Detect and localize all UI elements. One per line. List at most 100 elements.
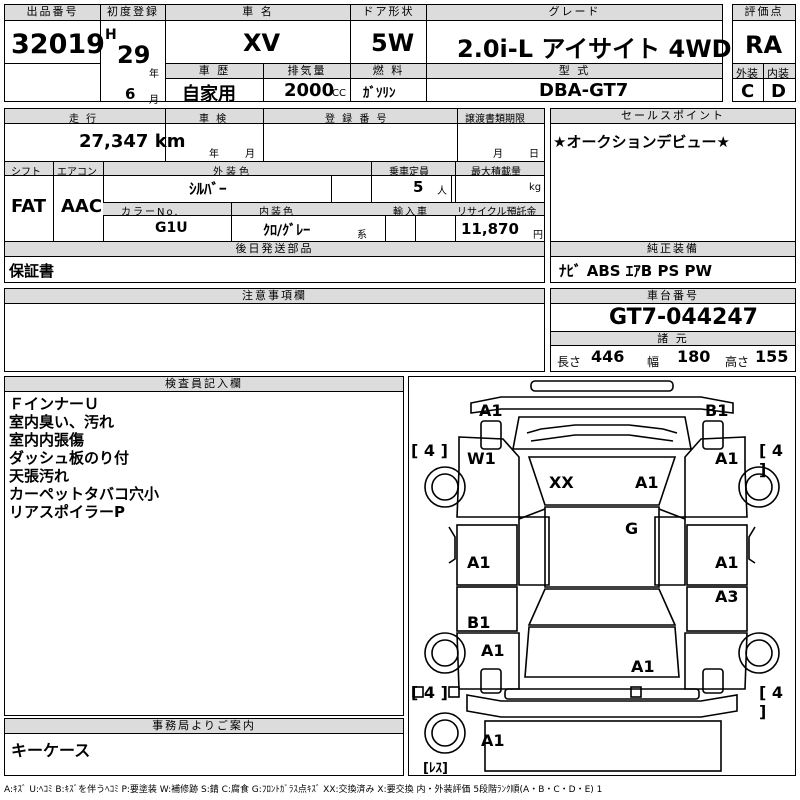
equipment-header: 純正装備: [551, 242, 795, 257]
spec-row: シフト エアコン 外装色 乗車定員 最大積載量 FAT AAC ｼﾙﾊﾞｰ 5 …: [4, 161, 545, 242]
reg-no-header: 登 録 番 号: [325, 114, 389, 125]
height-value: 155: [755, 347, 789, 366]
length-value: 446: [591, 347, 625, 366]
inspector-note: 天張汚れ: [9, 467, 70, 485]
ac-header: エアコン: [57, 167, 97, 178]
interior-grade: D: [771, 81, 786, 102]
car-diagram-panel: A1 B1 W1 A1 XX A1 G A1 A1 A3 B1 A1 A1 A1…: [408, 376, 796, 776]
spare-label: [ﾚｽ]: [423, 761, 448, 776]
door-value: 5W: [371, 29, 415, 57]
interior-color-value: ｸﾛ/ｸﾞﾚｰ: [263, 223, 311, 239]
score-header: 評価点: [733, 5, 795, 21]
capacity-unit: 人: [437, 186, 447, 197]
era-letter: H: [105, 27, 117, 43]
tire-depth-fl: [ 4 ]: [411, 441, 448, 460]
office-header: 事務局よりご案内: [5, 719, 403, 734]
color-type-unit: 系: [357, 230, 367, 241]
grade-header: グレード: [427, 5, 722, 21]
color-no-header: カラーNo.: [121, 207, 180, 218]
displacement-cell: 排気量 2000 CC: [263, 63, 351, 102]
dimensions-header: 諸 元: [551, 331, 795, 346]
fuel-cell: 燃 料 ｶﾞｿﾘﾝ: [350, 63, 427, 102]
displacement-value: 2000: [284, 80, 335, 101]
chassis-header: 車台番号: [551, 289, 795, 304]
notes-header: 注意事項欄: [5, 289, 544, 304]
lot-number-header: 出品番号: [5, 5, 100, 21]
inspector-panel: 検査員記入欄 ＦインナーＵ 室内臭い、汚れ 室内内張傷 ダッシュ板のり付 天張汚…: [4, 376, 404, 716]
import-header: 輸入車: [393, 207, 429, 218]
capacity-header: 乗車定員: [389, 167, 429, 178]
damage-mark: A1: [467, 553, 491, 572]
sales-point-text: ★オークションデビュー★: [553, 133, 730, 151]
damage-mark: XX: [549, 473, 574, 492]
notes-panel: 注意事項欄: [4, 288, 545, 372]
damage-mark: W1: [467, 449, 496, 468]
year-unit: 年: [149, 69, 159, 80]
equipment-value: ﾅﾋﾞ ABS ｴｱB PS PW: [559, 262, 713, 280]
office-value: キーケース: [11, 741, 91, 760]
interior-label: 内装: [767, 67, 789, 80]
fuel-value: ｶﾞｿﾘﾝ: [363, 86, 396, 101]
reg-year: 29: [117, 41, 151, 69]
length-label: 長さ: [557, 355, 582, 369]
inspector-note: ＦインナーＵ: [9, 395, 100, 413]
displacement-header: 排気量: [264, 64, 350, 79]
cc-unit: CC: [332, 88, 346, 99]
score-cell: 評価点 RA 外装 内装 C D: [732, 4, 796, 102]
shift-header: シフト: [11, 167, 41, 178]
later-parts-value: 保証書: [9, 262, 55, 280]
grade-value: 2.0i-L アイサイト 4WD: [457, 35, 732, 63]
inspector-note: ダッシュ板のり付: [9, 449, 130, 467]
damage-mark: G: [625, 519, 639, 538]
tire-depth-rr: [ 4 ]: [759, 683, 784, 721]
later-parts-panel: 後日発送部品 保証書: [4, 241, 545, 283]
grade-cell: グレード 2.0i-L アイサイト 4WD: [426, 4, 732, 64]
chassis-panel: 車台番号 GT7-044247 諸 元 長さ 446 幅 180 高さ 155: [550, 288, 796, 372]
sales-point-panel: セールスポイント ★オークションデビュー★: [550, 108, 796, 242]
damage-mark: A1: [631, 657, 655, 676]
car-name-header: 車 名: [166, 5, 350, 21]
color-no-value: G1U: [155, 220, 188, 236]
deadline-day-unit: 日: [529, 149, 539, 160]
mileage-header: 走 行: [69, 114, 99, 125]
inspector-note: カーペットタバコ穴小: [9, 485, 160, 503]
fuel-header: 燃 料: [351, 64, 426, 79]
inspector-note: 室内内張傷: [9, 431, 85, 449]
history-cell: 車 歴 自家用: [165, 63, 264, 105]
damage-mark: A1: [481, 641, 505, 660]
first-reg-cell: 初度登録 H 29 年 6 月: [100, 4, 166, 106]
inspector-note: リアスポイラーP: [9, 503, 125, 521]
damage-mark: A3: [715, 587, 739, 606]
equipment-panel: 純正装備 ﾅﾋﾞ ABS ｴｱB PS PW: [550, 241, 796, 283]
ac-value: AAC: [61, 196, 103, 217]
first-reg-header: 初度登録: [101, 5, 165, 21]
lot-number-cell: 出品番号 32019: [4, 4, 105, 102]
chassis-number: GT7-044247: [609, 305, 758, 330]
month-unit: 月: [149, 95, 159, 106]
door-header: ドア形状: [351, 5, 426, 21]
recycle-value: 11,870: [461, 220, 519, 238]
door-cell: ドア形状 5W: [350, 4, 427, 64]
transfer-deadline-header: 譲渡書類期限: [465, 114, 525, 125]
car-name-cell: 車 名 XV: [165, 4, 351, 64]
yen-unit: 円: [533, 230, 543, 241]
max-load-header: 最大積載量: [471, 167, 521, 178]
mileage-value: 27,347 km: [79, 131, 186, 152]
inspection-header: 車 検: [199, 114, 229, 125]
interior-color-header: 内装色: [259, 207, 295, 218]
damage-mark: A1: [715, 449, 739, 468]
exterior-label: 外装: [736, 67, 758, 80]
damage-mark: B1: [467, 613, 491, 632]
recycle-header: リサイクル預託金: [457, 207, 537, 218]
inspection-year-unit: 年: [209, 149, 219, 160]
width-label: 幅: [647, 355, 660, 369]
model-cell: 型 式 DBA-GT7: [426, 63, 723, 102]
tire-depth-fr: [ 4 ]: [759, 441, 784, 479]
model-value: DBA-GT7: [539, 80, 629, 101]
lot-number: 32019: [11, 29, 105, 60]
width-value: 180: [677, 347, 711, 366]
damage-mark: A1: [481, 731, 505, 750]
mileage-row: 走 行 車 検 登 録 番 号 譲渡書類期限 27,347 km 年 月 月 日: [4, 108, 545, 162]
damage-mark: A1: [635, 473, 659, 492]
